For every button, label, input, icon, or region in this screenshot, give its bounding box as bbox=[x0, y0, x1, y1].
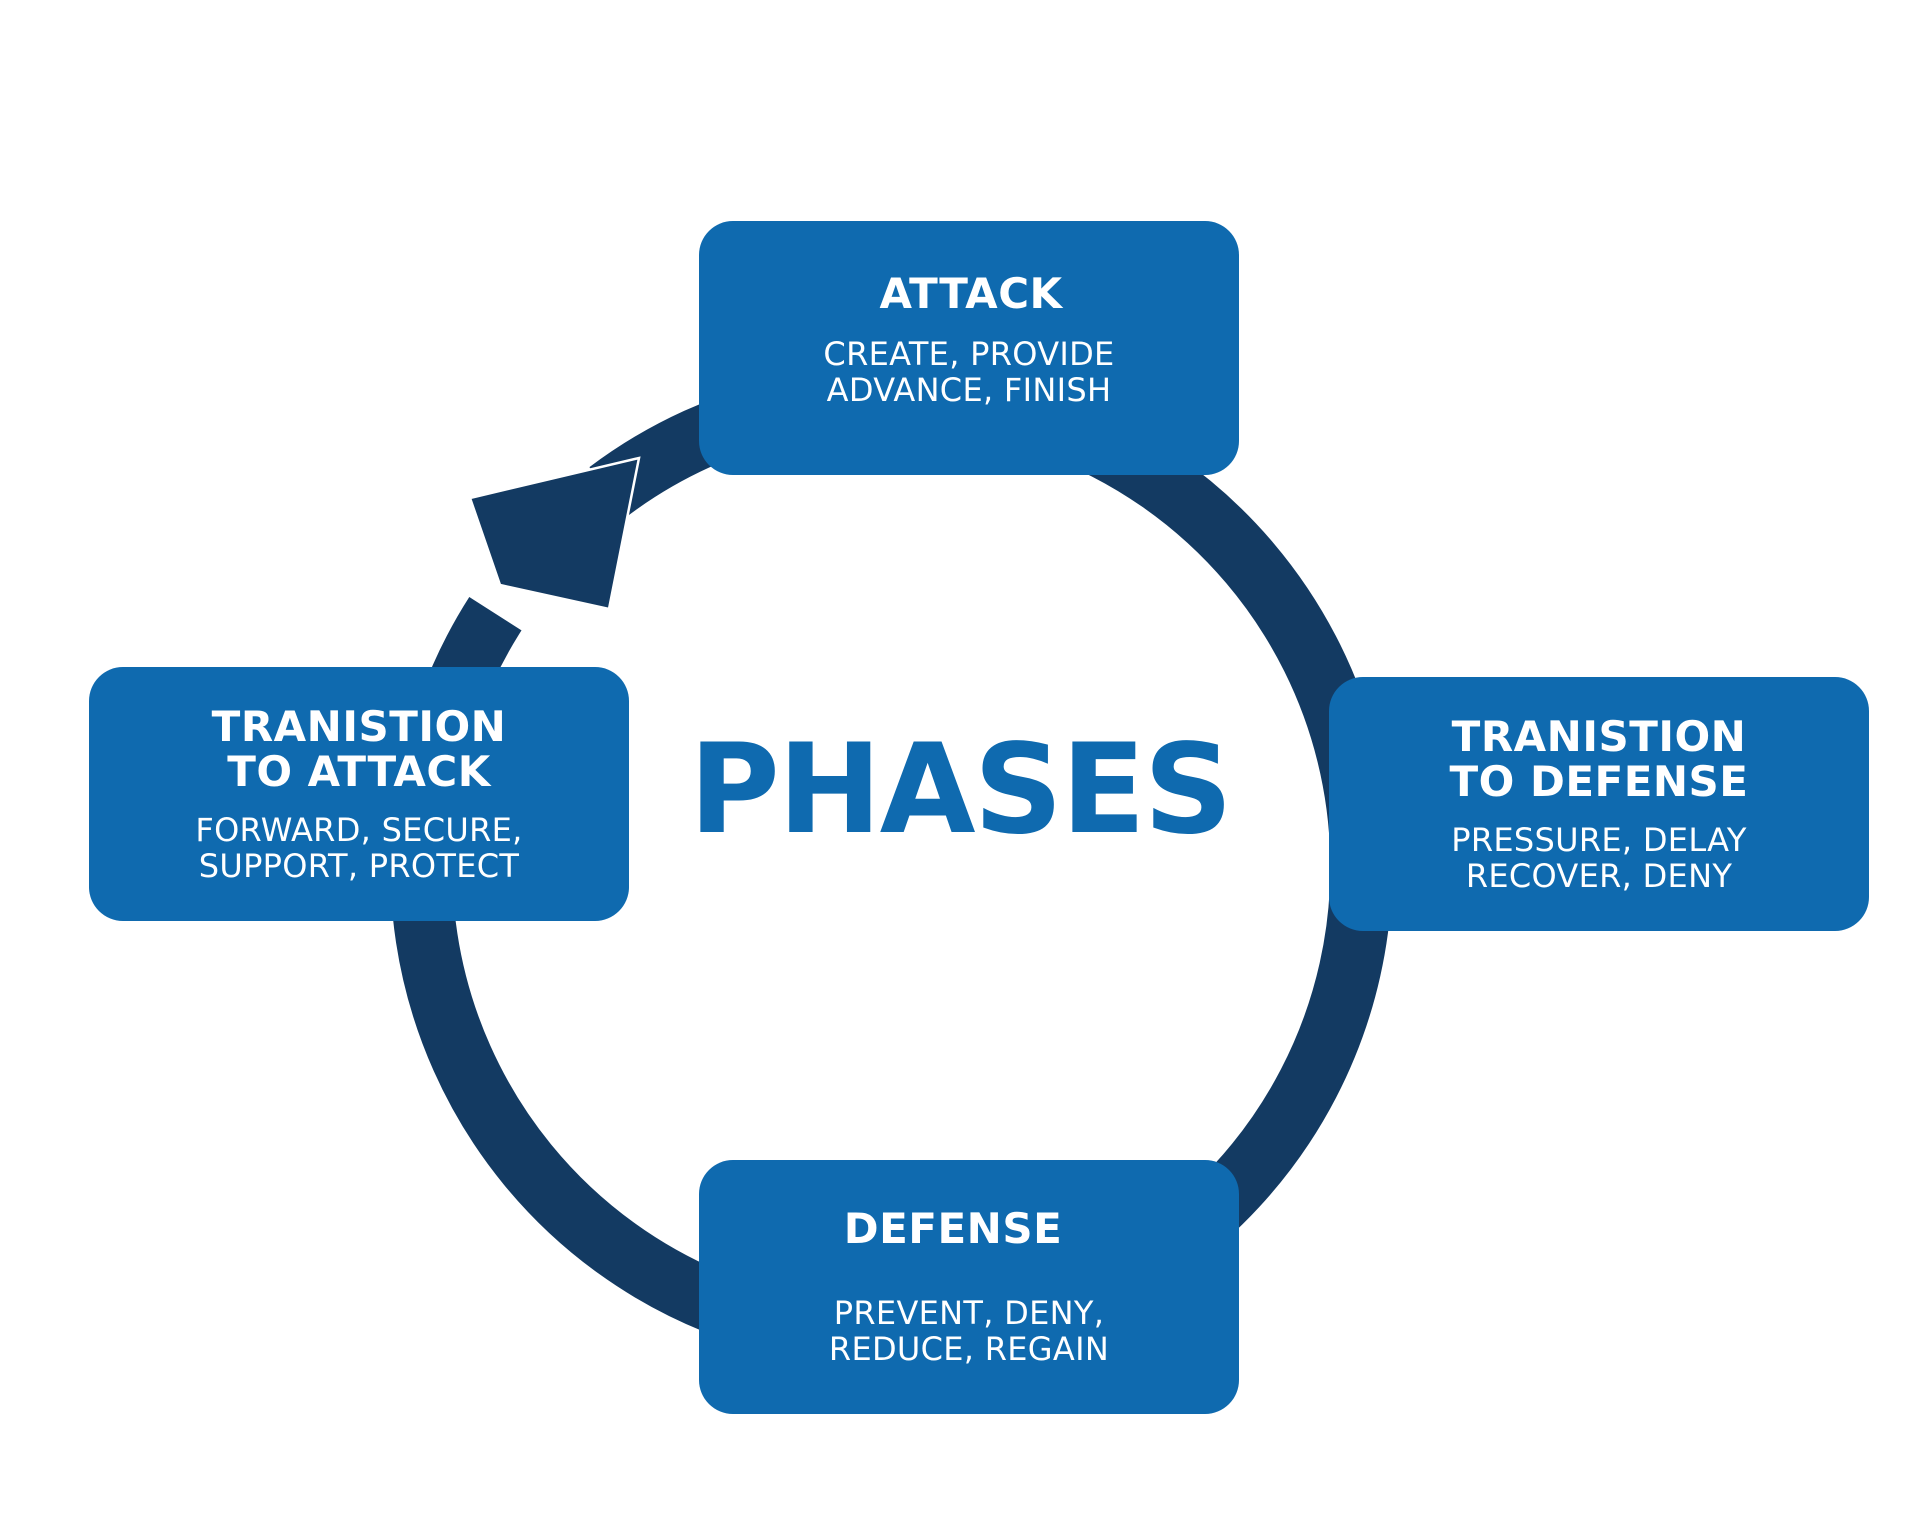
center-title: PHASES bbox=[689, 718, 1233, 862]
phase-title: DEFENSE bbox=[843, 1204, 1063, 1253]
phase-title: TRANISTION TO ATTACK bbox=[211, 702, 507, 796]
phase-actions: PREVENT, DENY, REDUCE, REGAIN bbox=[828, 1294, 1110, 1368]
phase-card-transition-to-attack: TRANISTION TO ATTACK FORWARD, SECURE, SU… bbox=[89, 667, 629, 921]
arrowhead-icon bbox=[468, 456, 641, 611]
phase-card-attack: ATTACK CREATE, PROVIDE ADVANCE, FINISH bbox=[699, 221, 1239, 475]
phase-title: ATTACK bbox=[879, 269, 1063, 318]
phase-title: TRANISTION TO DEFENSE bbox=[1449, 712, 1749, 806]
phase-actions: PRESSURE, DELAY RECOVER, DENY bbox=[1451, 821, 1747, 895]
phase-card-transition-to-defense: TRANISTION TO DEFENSE PRESSURE, DELAY RE… bbox=[1329, 677, 1869, 931]
phase-actions: FORWARD, SECURE, SUPPORT, PROTECT bbox=[195, 811, 523, 885]
phase-actions: CREATE, PROVIDE ADVANCE, FINISH bbox=[823, 335, 1115, 409]
phase-card-defense: DEFENSE PREVENT, DENY, REDUCE, REGAIN bbox=[699, 1160, 1239, 1414]
